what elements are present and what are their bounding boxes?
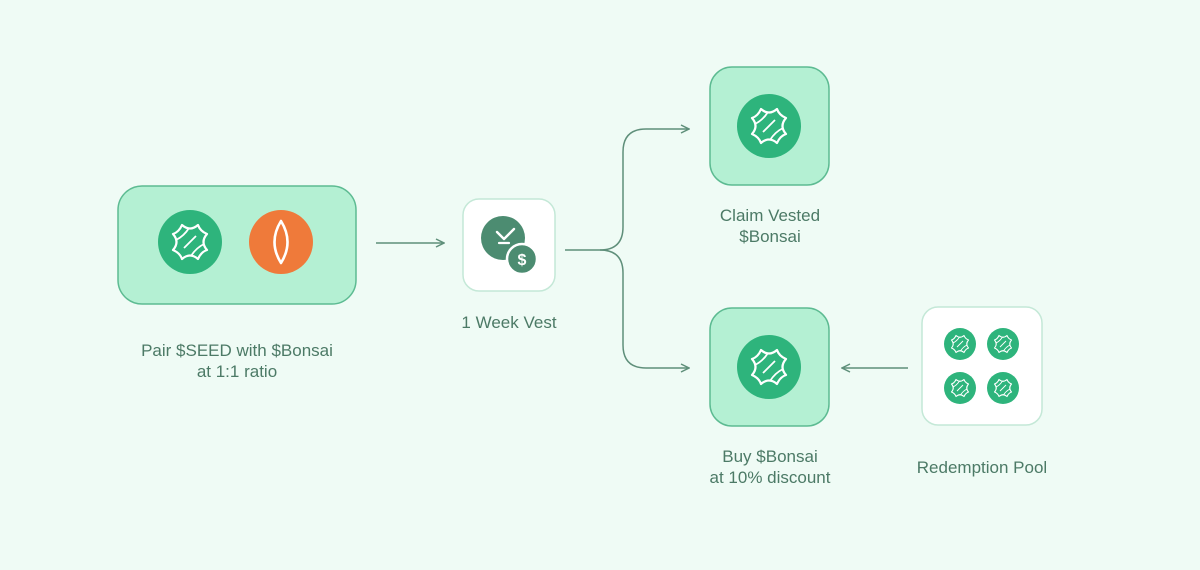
seed-token-icon xyxy=(249,210,313,274)
buy-label-line2: at 10% discount xyxy=(709,468,831,487)
claim-label-line2: $Bonsai xyxy=(739,227,801,246)
clock-dollar-icon: $ xyxy=(481,216,539,276)
bonsai-token-icon xyxy=(737,94,801,158)
bonsai-token-icon xyxy=(737,335,801,399)
pair-label-line1: Pair $SEED with $Bonsai xyxy=(141,341,333,360)
svg-text:$: $ xyxy=(518,252,527,269)
buy-label: Buy $Bonsai at 10% discount xyxy=(670,446,870,488)
arrow-vest-to-claim xyxy=(565,129,688,251)
bonsai-token-icon xyxy=(987,328,1019,360)
redemption-pool-label: Redemption Pool xyxy=(892,457,1072,478)
redemption-pool-node xyxy=(921,306,1043,426)
bonsai-token-icon xyxy=(987,372,1019,404)
buy-node xyxy=(709,307,830,427)
pair-node xyxy=(117,185,357,305)
pair-label-line2: at 1:1 ratio xyxy=(196,362,278,381)
bonsai-token-icon xyxy=(944,328,976,360)
vest-label: 1 Week Vest xyxy=(429,312,589,333)
claim-label: Claim Vested $Bonsai xyxy=(680,205,860,247)
bonsai-token-icon xyxy=(158,210,222,274)
bonsai-token-icon xyxy=(944,372,976,404)
claim-label-line1: Claim Vested xyxy=(719,206,821,225)
pair-label: Pair $SEED with $Bonsai at 1:1 ratio xyxy=(97,340,377,382)
redemption-pool-label-text: Redemption Pool xyxy=(916,458,1048,477)
vest-node: $ xyxy=(462,198,556,292)
buy-label-line1: Buy $Bonsai xyxy=(722,447,818,466)
arrow-vest-to-buy xyxy=(599,249,688,368)
vest-label-text: 1 Week Vest xyxy=(461,313,557,332)
claim-node xyxy=(709,66,830,186)
